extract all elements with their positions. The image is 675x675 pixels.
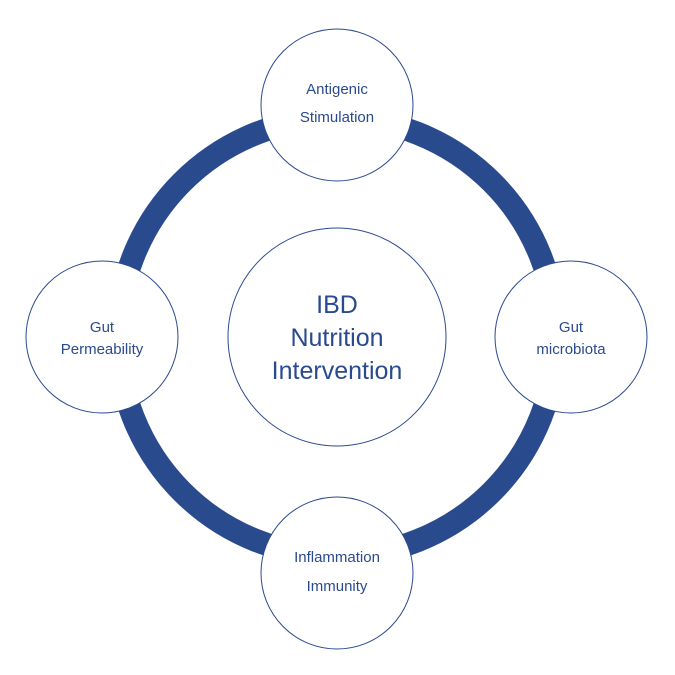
node-top-circle bbox=[260, 28, 414, 182]
node-right-circle bbox=[494, 260, 648, 414]
node-right-line-1: Gut bbox=[559, 319, 584, 336]
center-line-2: Nutrition bbox=[290, 324, 383, 352]
center-line-3: Intervention bbox=[272, 357, 403, 385]
node-left-line-2: Permeability bbox=[61, 341, 144, 358]
node-left-circle bbox=[25, 260, 179, 414]
center-circle bbox=[227, 227, 447, 447]
node-gut-permeability: Gut Permeability bbox=[25, 260, 179, 414]
node-bottom-line-2: Immunity bbox=[307, 578, 368, 595]
node-antigenic-stimulation: Antigenic Stimulation bbox=[260, 28, 414, 182]
center-node: IBD Nutrition Intervention bbox=[227, 227, 447, 447]
node-bottom-line-1: Inflammation bbox=[294, 549, 380, 566]
node-left-line-1: Gut bbox=[90, 319, 115, 336]
node-top-line-1: Antigenic bbox=[306, 81, 368, 98]
node-inflammation-immunity: Inflammation Immunity bbox=[260, 496, 414, 650]
node-bottom-circle bbox=[260, 496, 414, 650]
center-line-1: IBD bbox=[316, 291, 358, 319]
node-top-line-2: Stimulation bbox=[300, 109, 374, 126]
node-gut-microbiota: Gut microbiota bbox=[494, 260, 648, 414]
node-right-line-2: microbiota bbox=[536, 341, 606, 358]
